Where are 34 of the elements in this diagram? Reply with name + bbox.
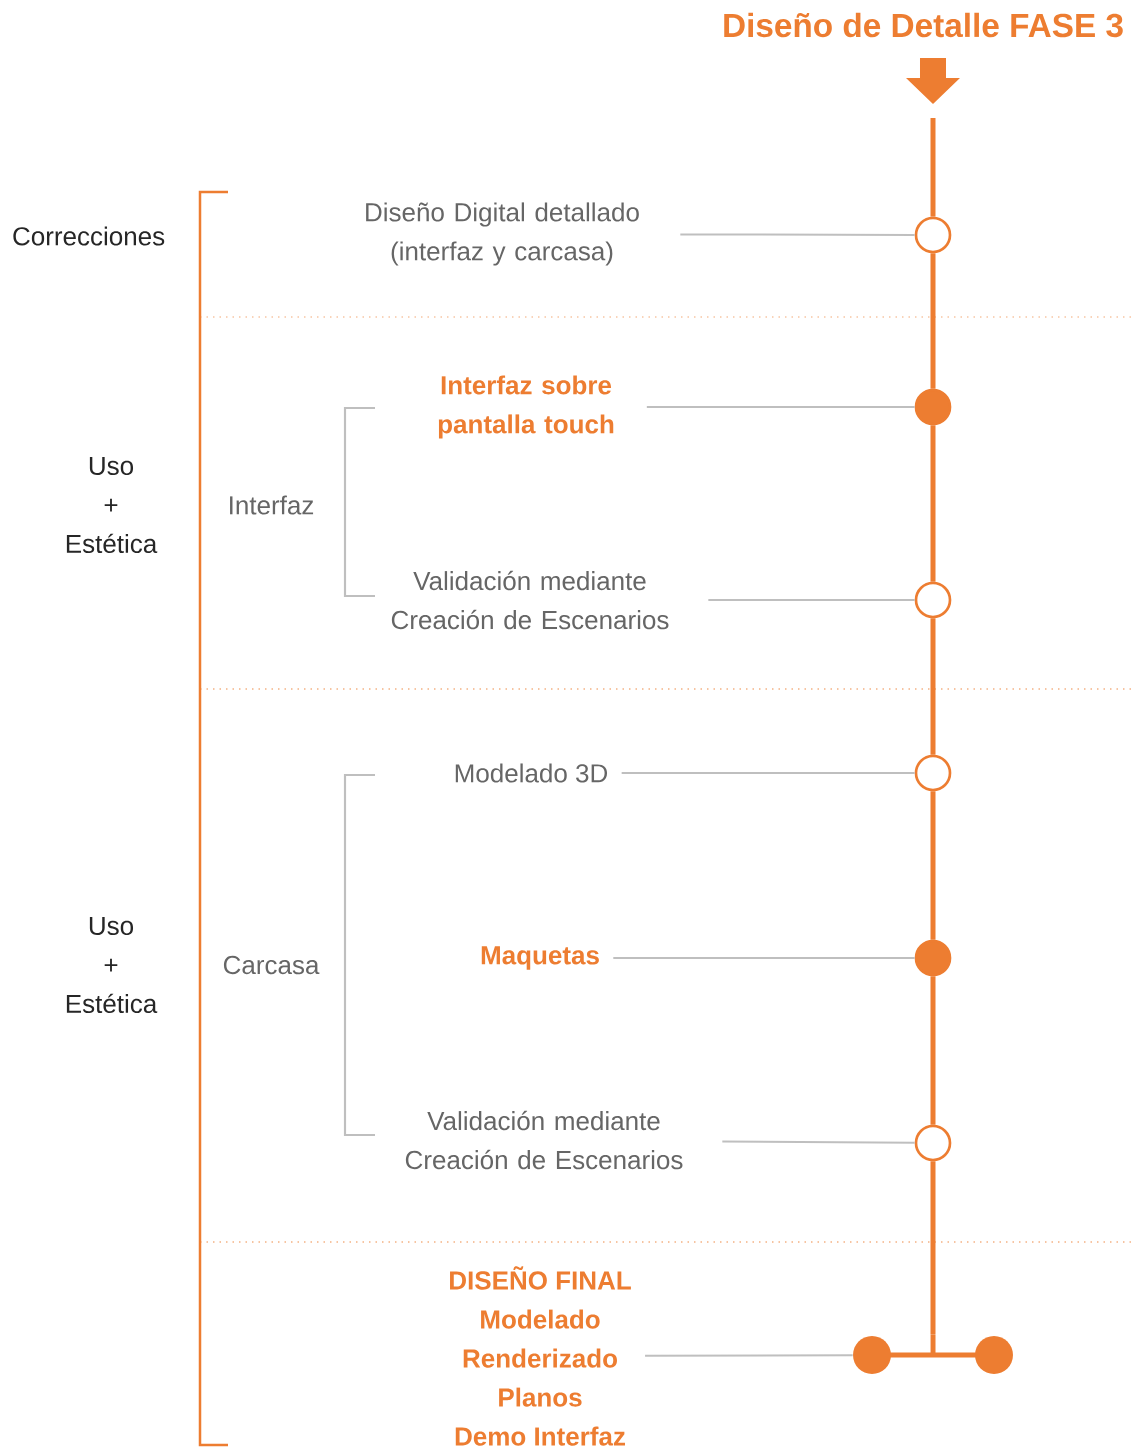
milestone-circle: [914, 216, 952, 254]
phase-label: Uso + Estética: [66, 916, 158, 1014]
step-label: Validación mediante Creación de Escenarios: [391, 570, 669, 630]
timeline-segment: [930, 618, 936, 755]
timeline-segment: [930, 425, 936, 582]
timeline-segment: [930, 253, 936, 389]
leader-line: [721, 1140, 916, 1144]
end-bar: [853, 1335, 1013, 1374]
leader-line: [645, 406, 916, 408]
step-label: Modelado 3D: [455, 763, 608, 783]
leader-line: [679, 233, 916, 236]
timeline-segment: [930, 1161, 936, 1335]
step-label: DISEÑO FINAL Modelado Renderizado Planos Demo Interfaz: [450, 1266, 631, 1446]
group-label: Interfaz: [230, 495, 314, 515]
step-label: Maquetas: [481, 946, 599, 970]
milestone-circle: [914, 581, 952, 619]
timeline-segment: [930, 791, 936, 940]
step-label: Validación mediante Creación de Escenarios: [405, 1110, 683, 1170]
phase-label: Uso + Estética: [66, 456, 158, 554]
milestone-circle: [914, 388, 952, 426]
leader-line: [707, 599, 916, 601]
step-label: Diseño Digital detallado (interfaz y carcasa): [366, 202, 639, 266]
leader-line: [612, 957, 916, 959]
phase-label: Correcciones: [13, 226, 165, 246]
step-label: Interfaz sobre pantalla touch: [438, 375, 614, 439]
timeline-segment: [930, 976, 936, 1125]
title: Diseño de Detalle FASE 3: [724, 12, 1123, 38]
group-label: Carcasa: [223, 955, 320, 975]
milestone-circle: [914, 754, 952, 792]
milestone-circle: [914, 939, 952, 977]
leader-line: [620, 772, 916, 774]
milestone-circle: [914, 1124, 952, 1162]
timeline-segment: [930, 118, 936, 217]
leader-line: [644, 1354, 854, 1357]
